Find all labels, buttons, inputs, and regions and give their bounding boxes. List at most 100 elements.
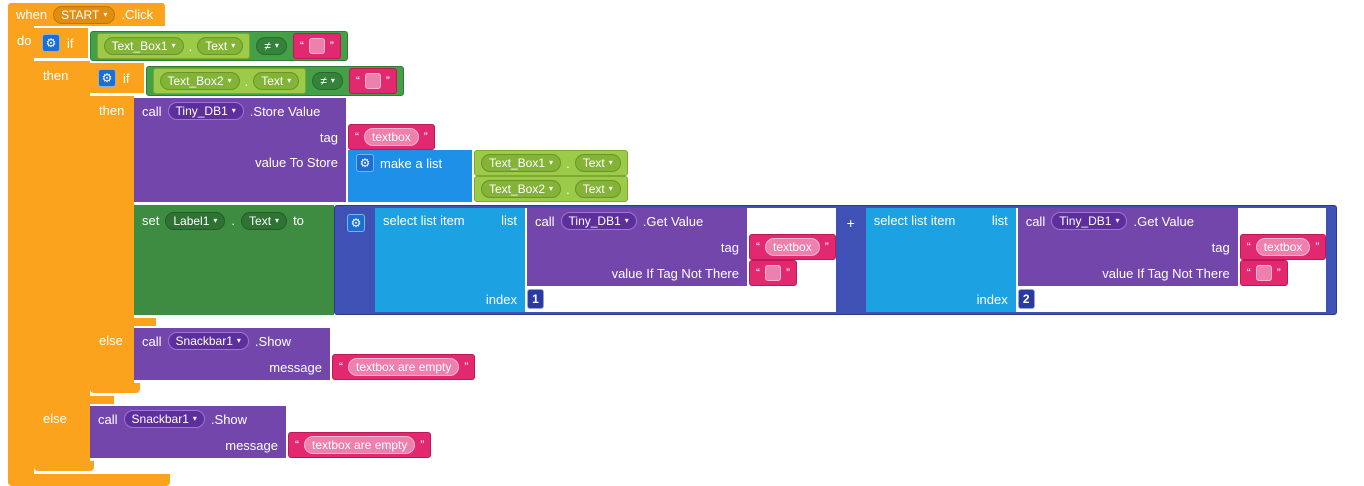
if-label: if	[67, 35, 74, 51]
if-ledge-outer	[34, 396, 114, 404]
snackbar-show-block[interactable]: call Snackbar1 ▾ .Show	[90, 406, 432, 458]
dropdown-value: Text	[582, 156, 605, 170]
close-quote: ”	[824, 240, 829, 254]
close-quote: ”	[385, 74, 390, 88]
method-label: .Show	[210, 411, 248, 427]
select-list-item-block[interactable]: select list item list	[865, 208, 1327, 312]
dropdown-arrow-icon: ▾	[231, 41, 236, 50]
property-dropdown[interactable]: Text ▾	[253, 72, 300, 90]
if-not-there-label: value If Tag Not There	[611, 265, 739, 281]
if-header-inner[interactable]: ⚙ if	[90, 63, 144, 93]
operator-dropdown[interactable]: ≠ ▾	[312, 72, 343, 90]
mutator-gear-icon[interactable]: ⚙	[98, 69, 116, 87]
dropdown-arrow-icon: ▾	[549, 158, 554, 167]
message-label: message	[269, 359, 322, 375]
component-dropdown[interactable]: Tiny_DB1 ▾	[167, 102, 244, 120]
tag-label: tag	[720, 239, 739, 255]
dropdown-value: ≠	[320, 74, 327, 88]
textbox2-text-getter-block[interactable]: Text_Box2 ▾ . Text ▾	[152, 68, 307, 94]
component-dropdown[interactable]: Label1 ▾	[165, 211, 226, 230]
tag-label: tag	[1211, 239, 1230, 255]
set-label-text-block[interactable]: set Label1 ▾ .	[134, 205, 334, 315]
dropdown-value: ≠	[264, 39, 271, 53]
mutator-gear-icon[interactable]: ⚙	[347, 214, 365, 232]
plus-join-block[interactable]: ⚙ select list item	[334, 205, 1338, 315]
string-input[interactable]: textbox	[765, 238, 820, 256]
dot-label: .	[188, 38, 193, 54]
tag-string-block[interactable]: “ textbox ”	[1239, 234, 1327, 260]
dropdown-value: Text_Box1	[111, 39, 168, 53]
string-input[interactable]	[1255, 265, 1272, 281]
string-input[interactable]: textbox	[364, 128, 419, 146]
textbox1-text-getter-block[interactable]: Text_Box1 ▾ . Text ▾	[96, 33, 251, 59]
dropdown-value: Text	[261, 74, 284, 88]
tag-string-block[interactable]: “ textbox ”	[749, 234, 836, 260]
string-input[interactable]: textbox	[1255, 238, 1311, 256]
string-input[interactable]	[308, 38, 325, 54]
close-quote: ”	[1315, 240, 1320, 254]
not-equal-compare-block[interactable]: Text_Box2 ▾ . Text ▾	[145, 66, 404, 96]
if-header-outer[interactable]: ⚙ if	[34, 28, 88, 58]
string-input[interactable]	[364, 73, 381, 89]
textbox2-text-getter-block[interactable]: Text_Box2 ▾ . Text	[474, 176, 628, 202]
if-block-bottom-outer	[34, 461, 94, 471]
dropdown-arrow-icon: ▾	[103, 9, 108, 19]
dropdown-value: Text_Box2	[489, 182, 546, 196]
empty-string-block[interactable]: “ ”	[749, 260, 797, 286]
snackbar-show-block[interactable]: call Snackbar1 ▾ .Show	[134, 328, 476, 380]
string-input[interactable]: textbox are empty	[304, 436, 416, 454]
string-value: textbox	[372, 130, 411, 144]
select-list-item-block[interactable]: select list item list	[375, 208, 836, 312]
tag-string-block[interactable]: “ textbox ”	[348, 124, 435, 150]
dropdown-value: Text	[582, 182, 605, 196]
component-dropdown[interactable]: Tiny_DB1 ▾	[1051, 212, 1128, 230]
string-input[interactable]: textbox are empty	[348, 358, 460, 376]
if-else-block-inner[interactable]: ⚙ if Text_Box2	[90, 63, 1338, 393]
message-string-block[interactable]: “ textbox are empty ”	[288, 432, 432, 458]
call-label: call	[98, 411, 118, 427]
component-dropdown[interactable]: Snackbar1 ▾	[167, 332, 249, 350]
textbox1-text-getter-block[interactable]: Text_Box1 ▾ . Text	[474, 150, 628, 176]
make-a-list-label: make a list	[380, 155, 443, 171]
store-value-block[interactable]: call Tiny_DB1 ▾ .Store Value	[134, 98, 628, 202]
message-string-block[interactable]: “ textbox are empty ”	[332, 354, 476, 380]
component-dropdown[interactable]: Text_Box1 ▾	[481, 154, 562, 172]
index-label: index	[976, 291, 1008, 307]
call-label: call	[535, 213, 555, 229]
empty-string-block[interactable]: “ ”	[1239, 260, 1288, 286]
dropdown-arrow-icon: ▾	[236, 336, 241, 345]
dot-label: .	[566, 155, 570, 171]
property-dropdown[interactable]: Text ▾	[241, 211, 288, 230]
event-block-bottom	[8, 474, 170, 486]
empty-string-block[interactable]: “ ”	[348, 68, 397, 94]
select-list-item-label: select list item	[383, 213, 465, 228]
get-value-block[interactable]: call Tiny_DB1 ▾	[527, 208, 836, 286]
property-dropdown[interactable]: Text ▾	[574, 154, 621, 172]
method-label: .Store Value	[249, 103, 321, 119]
empty-string-block[interactable]: “ ”	[292, 33, 341, 59]
index-number-block[interactable]: 2	[1017, 289, 1035, 309]
plus-operator-label: +	[846, 215, 855, 231]
close-quote: ”	[423, 130, 428, 144]
if-else-block-outer[interactable]: ⚙ if Text_Box1 ▾	[34, 28, 1338, 471]
get-value-block[interactable]: call Tiny_DB1 ▾	[1017, 208, 1327, 286]
when-click-event-block[interactable]: when START ▾ .Click do ⚙ if	[8, 3, 1338, 486]
plus-socket-1: select list item list	[375, 208, 836, 312]
when-event-header[interactable]: when START ▾ .Click	[8, 3, 166, 26]
string-input[interactable]	[765, 265, 781, 281]
component-dropdown[interactable]: Text_Box2 ▾	[159, 72, 240, 90]
mutator-gear-icon[interactable]: ⚙	[42, 34, 60, 52]
component-dropdown[interactable]: Snackbar1 ▾	[123, 410, 205, 428]
make-a-list-block[interactable]: ⚙ make a list	[348, 150, 628, 202]
component-dropdown[interactable]: Text_Box2 ▾	[481, 180, 562, 198]
property-dropdown[interactable]: Text ▾	[197, 37, 244, 55]
component-dropdown[interactable]: Tiny_DB1 ▾	[560, 212, 637, 230]
if-not-there-label: value If Tag Not There	[1102, 265, 1230, 281]
operator-dropdown[interactable]: ≠ ▾	[256, 37, 287, 55]
index-number-block[interactable]: 1	[527, 289, 544, 309]
event-component-dropdown[interactable]: START ▾	[53, 5, 116, 24]
not-equal-compare-block[interactable]: Text_Box1 ▾ . Text ▾	[89, 31, 348, 61]
mutator-gear-icon[interactable]: ⚙	[356, 154, 374, 172]
property-dropdown[interactable]: Text ▾	[574, 180, 621, 198]
component-dropdown[interactable]: Text_Box1 ▾	[103, 37, 184, 55]
